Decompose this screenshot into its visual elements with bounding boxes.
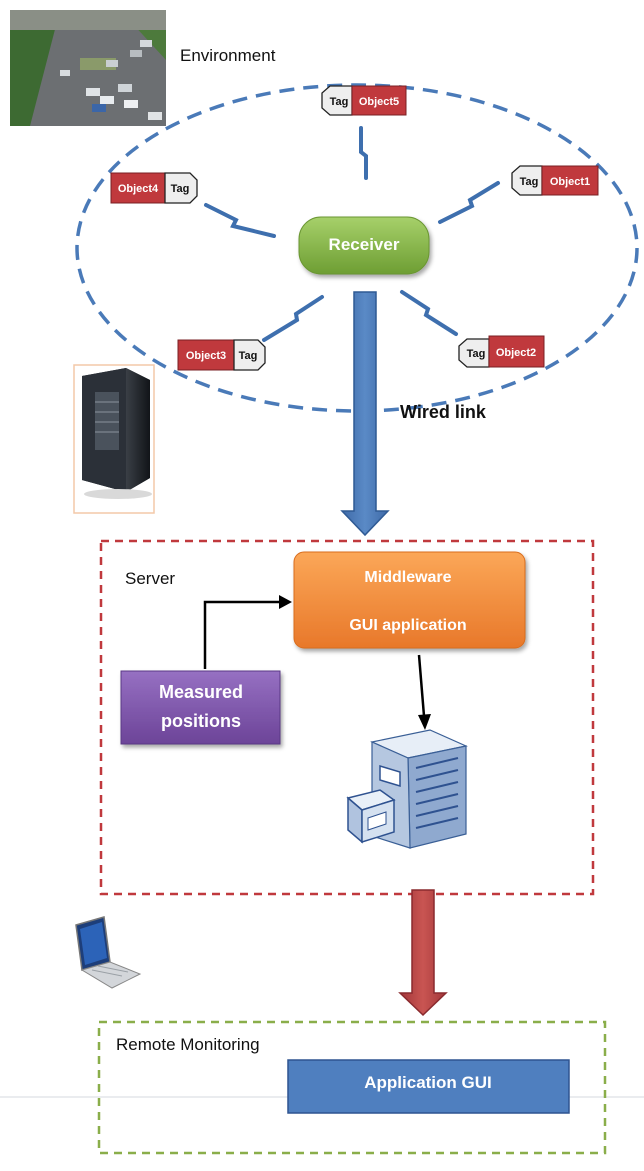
object-label: Object3 — [186, 350, 226, 362]
tagged-object-3: Object3 Tag — [177, 339, 266, 371]
server-title: Server — [125, 569, 175, 588]
measured-label-line1: Measured — [159, 682, 243, 702]
object-box — [177, 339, 235, 371]
receiver-node: Receiver — [298, 216, 430, 275]
object-box — [351, 85, 407, 116]
wireless-link-object1 — [438, 181, 500, 224]
wireless-link-object4 — [204, 203, 276, 238]
remote-monitoring-title: Remote Monitoring — [116, 1035, 260, 1054]
laptop-icon — [75, 916, 142, 989]
remote-link-arrow — [398, 889, 448, 1017]
tag-label: Tag — [171, 183, 190, 195]
measured-label-line2: positions — [161, 711, 241, 731]
tagged-object-5: Tag Object5 — [321, 85, 407, 116]
object-label: Object2 — [496, 347, 536, 359]
application-gui-box: Application GUI — [287, 1059, 570, 1114]
remote-monitoring-container — [97, 1020, 607, 1155]
wired-link-label: Wired link — [400, 402, 487, 422]
tag-label: Tag — [330, 96, 349, 108]
tag-label: Tag — [239, 350, 258, 362]
object-label: Object4 — [118, 183, 159, 195]
tag-label: Tag — [520, 176, 539, 188]
gui-application-label: GUI application — [349, 617, 466, 634]
wireless-links — [204, 126, 500, 342]
tag-shape — [164, 172, 198, 204]
wired-link-arrow — [340, 291, 390, 537]
tagged-object-4: Object4 Tag — [110, 172, 198, 204]
measured-positions-box: Measured positions — [120, 670, 281, 745]
middleware-label: Middleware — [364, 569, 451, 586]
middleware-to-storage-arrow — [417, 654, 431, 730]
wireless-link-object5 — [359, 126, 368, 180]
tag-label: Tag — [467, 348, 486, 360]
object-label: Object1 — [550, 176, 590, 188]
wireless-link-object2 — [400, 290, 458, 336]
file-cabinet-icon — [346, 729, 468, 849]
server-container — [99, 539, 595, 896]
environment-ellipse — [75, 83, 639, 413]
middleware-box: Middleware GUI application — [293, 551, 526, 649]
object-box — [541, 165, 599, 196]
environment-title: Environment — [180, 46, 276, 65]
object-label: Object5 — [359, 96, 399, 108]
server-tower-icon — [73, 364, 155, 514]
application-gui-label: Application GUI — [364, 1073, 492, 1092]
parking-lot-photo — [10, 10, 166, 126]
object-box — [488, 335, 545, 368]
measured-to-middleware-arrow — [203, 595, 292, 669]
wireless-link-object3 — [262, 295, 324, 342]
tagged-object-1: Tag Object1 — [511, 165, 599, 196]
tag-shape — [233, 339, 266, 371]
receiver-label: Receiver — [329, 235, 400, 254]
tagged-object-2: Tag Object2 — [458, 335, 545, 368]
